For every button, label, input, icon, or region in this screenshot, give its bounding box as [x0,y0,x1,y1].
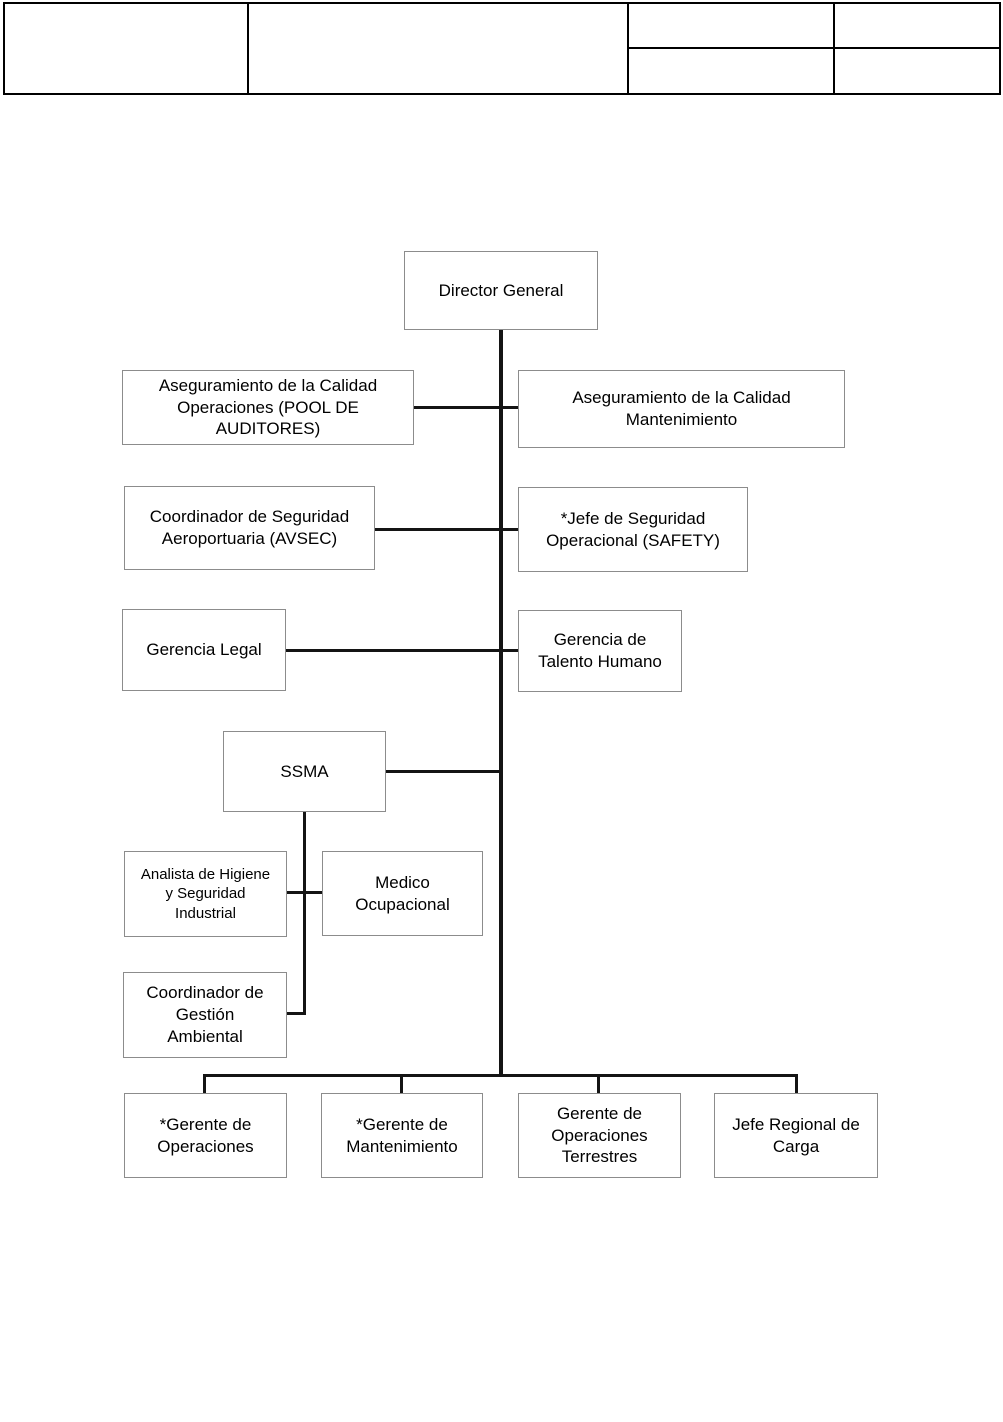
org-node-label: Aseguramiento de la Calidad Mantenimient… [572,388,791,429]
org-node-jefe-regional-carga: Jefe Regional de Carga [714,1093,878,1178]
connector-drop-gerente-mantenimiento [400,1074,403,1094]
org-node-label: Aseguramiento de la Calidad Operaciones … [158,375,378,439]
table-column-divider [247,4,249,93]
org-node-label: Director General [438,280,564,300]
org-node-label: *Jefe de Seguridad Operacional (SAFETY) [546,508,720,550]
org-node-label: *Gerente de Operaciones [157,1114,254,1156]
org-node-aseguramiento-calidad-operaciones: Aseguramiento de la Calidad Operaciones … [122,370,414,445]
connector-distribution-horizontal [203,1074,798,1077]
org-node-label: Medico Ocupacional [355,872,450,914]
connector-drop-jefe-carga [795,1074,798,1094]
org-node-gerencia-legal: Gerencia Legal [122,609,286,691]
connector-link-aseguramiento [413,406,519,409]
org-node-label: Gerente de Operaciones Terrestres [551,1103,648,1167]
org-node-director-general: Director General [404,251,598,330]
org-node-gerente-mantenimiento: *Gerente de Mantenimiento [321,1093,483,1178]
connector-drop-operaciones-terrestres [597,1074,600,1094]
org-node-label: Gerencia Legal [146,640,262,660]
document-header-table [3,2,1001,95]
org-node-gerente-operaciones-terrestres: Gerente de Operaciones Terrestres [518,1093,681,1178]
org-node-label: Coordinador de Gestión Ambiental [146,983,264,1046]
table-row-divider [627,47,999,49]
connector-link-ssma [385,770,501,773]
org-node-label: *Gerente de Mantenimiento [346,1114,458,1156]
org-node-label: Gerencia de Talento Humano [538,630,662,671]
connector-drop-gerente-operaciones [203,1074,206,1094]
org-node-medico-ocupacional: Medico Ocupacional [322,851,483,936]
connector-link-analista-medico [286,891,323,894]
org-node-coordinador-gestion-ambiental: Coordinador de Gestión Ambiental [123,972,287,1058]
connector-trunk-vertical [499,330,503,1077]
connector-link-avsec-safety [374,528,519,531]
org-node-ssma: SSMA [223,731,386,812]
org-node-gerencia-talento-humano: Gerencia de Talento Humano [518,610,682,692]
org-node-aseguramiento-calidad-mantenimiento: Aseguramiento de la Calidad Mantenimient… [518,370,845,448]
org-node-coordinador-seguridad-aeroportuaria: Coordinador de Seguridad Aeroportuaria (… [124,486,375,570]
org-node-analista-higiene-seguridad-industrial: Analista de Higiene y Seguridad Industri… [124,851,287,937]
connector-link-legal-talento [285,649,519,652]
org-node-gerente-operaciones: *Gerente de Operaciones [124,1093,287,1178]
org-node-label: SSMA [280,761,329,781]
org-node-label: Coordinador de Seguridad Aeroportuaria (… [149,507,350,548]
org-node-label: Jefe Regional de Carga [732,1114,860,1156]
connector-link-gestion-ambiental [287,1012,306,1015]
org-node-jefe-seguridad-operacional: *Jefe de Seguridad Operacional (SAFETY) [518,487,748,572]
org-node-label: Analista de Higiene y Seguridad Industri… [140,866,271,922]
connector-ssma-drop-vertical [303,812,306,1015]
